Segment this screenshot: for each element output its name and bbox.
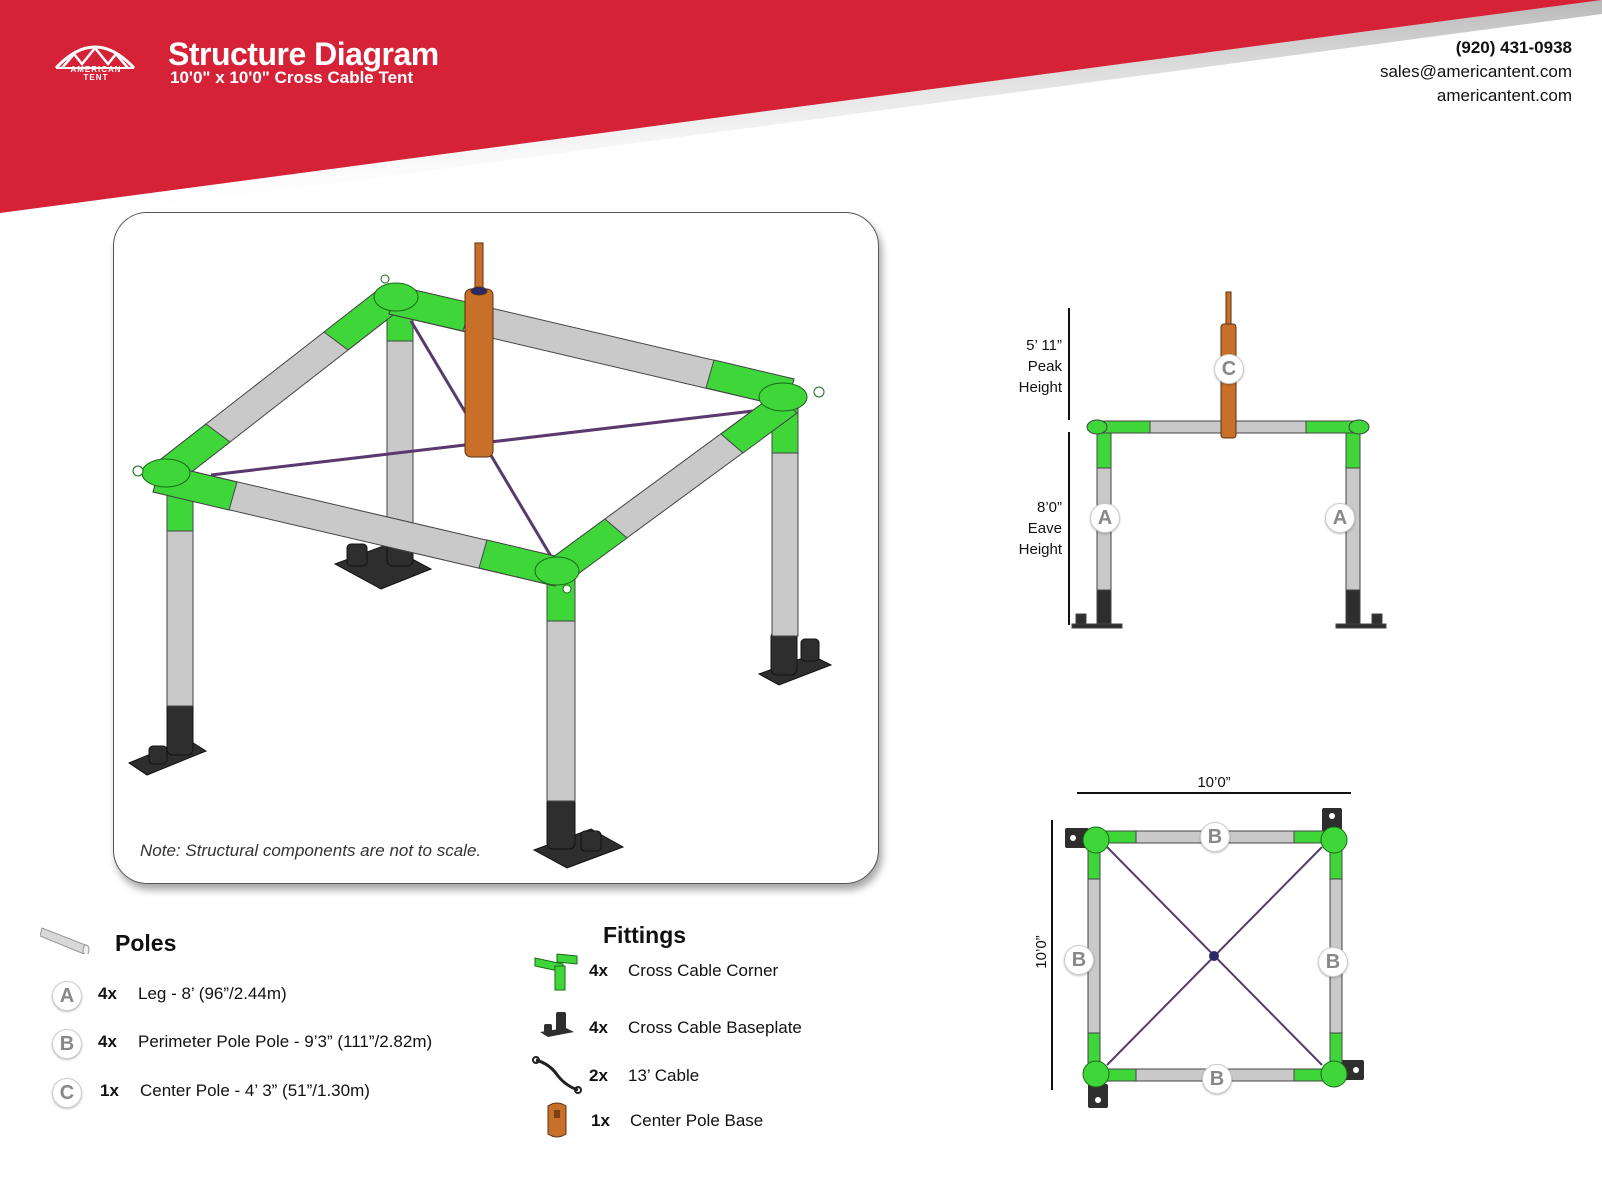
peak-height-label-3: Height (1019, 379, 1063, 396)
peak-height-label-2: Peak (1028, 358, 1063, 375)
fitting-name-cable: 13’ Cable (628, 1066, 700, 1085)
side-label-leg-left: A (1090, 503, 1120, 533)
contact-email[interactable]: sales@americantent.com (1379, 62, 1572, 81)
eave-height-label-1: 8’0” (1037, 499, 1062, 516)
top-plan-view: 10’0” 10’0” (1033, 774, 1364, 1108)
top-label-right: B (1318, 947, 1348, 977)
eave-height-label-2: Eave (1028, 520, 1062, 537)
fitting-qty-baseplate: 4x (589, 1018, 608, 1037)
center-pole (464, 242, 494, 458)
contact-info: (920) 431-0938 sales@americantent.com am… (1380, 36, 1572, 108)
leg-pole-front (546, 570, 576, 802)
isometric-view-panel: Note: Structural components are not to s… (113, 212, 879, 884)
pole-name-b: Perimeter Pole Pole - 9’3” (111”/2.82m) (138, 1032, 433, 1051)
fitting-row-cable: 2x 13’ Cable (589, 1066, 699, 1086)
header-banner (0, 0, 1602, 228)
fitting-qty-corner: 4x (589, 961, 608, 980)
leg-pole-right (771, 408, 799, 637)
fitting-row-baseplate: 4x Cross Cable Baseplate (589, 1018, 802, 1038)
pole-name-a: Leg - 8’ (96”/2.44m) (138, 984, 287, 1003)
american-tent-logo (54, 45, 136, 70)
top-corner-fittings (1082, 826, 1348, 1088)
pole-icon (40, 927, 90, 954)
perimeter-pole-front-right (544, 393, 798, 583)
fitting-qty-center-base: 1x (591, 1111, 610, 1130)
fittings-title: Fittings (603, 922, 687, 948)
baseplate-left (127, 700, 208, 776)
top-center-pole (1209, 951, 1219, 961)
eave-height-label-3: Height (1019, 541, 1063, 558)
cable-icon (532, 1056, 582, 1094)
baseplate-right (757, 630, 833, 686)
top-depth-label: 10’0” (1033, 935, 1050, 968)
top-label-top: B (1200, 822, 1230, 852)
fitting-row-corner: 4x Cross Cable Corner (589, 961, 778, 981)
corner-fitting-front (534, 556, 580, 594)
isometric-frame-drawing (127, 242, 833, 869)
leg-pole-left (166, 480, 194, 707)
top-width-label: 10’0” (1197, 774, 1230, 791)
fitting-name-baseplate: Cross Cable Baseplate (628, 1018, 802, 1037)
top-label-bottom: B (1202, 1064, 1232, 1094)
cross-cable-baseplate-icon (540, 1012, 574, 1037)
corner-fitting-left (132, 458, 191, 488)
contact-phone[interactable]: (920) 431-0938 (1455, 38, 1572, 57)
fitting-row-center-base: 1x Center Pole Base (591, 1111, 763, 1131)
side-label-leg-right: A (1325, 503, 1355, 533)
perimeter-pole-back-left (151, 289, 403, 485)
cross-cable-corner-icon (534, 953, 578, 991)
leg-pole-back (386, 300, 414, 532)
baseplate-front (532, 796, 625, 869)
pole-qty-b: 4x (98, 1032, 117, 1051)
logo-wordmark: AMERICAN TENT (70, 65, 122, 82)
poles-title: Poles (115, 930, 177, 956)
corner-fitting-right (758, 382, 825, 412)
side-label-center-pole: C (1214, 354, 1244, 384)
side-elevation-view: 5’ 11” Peak Height 8’0” Eave Height (1019, 291, 1387, 629)
pole-row-c: 1x Center Pole - 4’ 3” (51”/1.30m) (100, 1081, 370, 1101)
peak-height-label-1: 5’ 11” (1026, 337, 1062, 354)
scale-note: Note: Structural components are not to s… (140, 841, 482, 860)
pole-row-a: 4x Leg - 8’ (96”/2.44m) (98, 984, 287, 1004)
center-pole-base-icon (547, 1102, 567, 1138)
pole-qty-c: 1x (100, 1081, 119, 1100)
fitting-qty-cable: 2x (589, 1066, 608, 1085)
pole-qty-a: 4x (98, 984, 117, 1003)
pole-letter-b: B (52, 1029, 82, 1059)
corner-fitting-back (373, 274, 419, 312)
pole-letter-a: A (52, 981, 82, 1011)
fitting-name-corner: Cross Cable Corner (628, 961, 779, 980)
pole-name-c: Center Pole - 4’ 3” (51”/1.30m) (140, 1081, 370, 1100)
page-subtitle: 10'0" x 10'0" Cross Cable Tent (170, 68, 414, 87)
contact-website[interactable]: americantent.com (1436, 86, 1572, 105)
pole-letter-c: C (52, 1078, 82, 1108)
top-label-left: B (1064, 945, 1094, 975)
fitting-name-center-base: Center Pole Base (630, 1111, 764, 1130)
page-title: Structure Diagram (168, 36, 439, 72)
pole-row-b: 4x Perimeter Pole Pole - 9’3” (111”/2.82m… (98, 1032, 432, 1052)
